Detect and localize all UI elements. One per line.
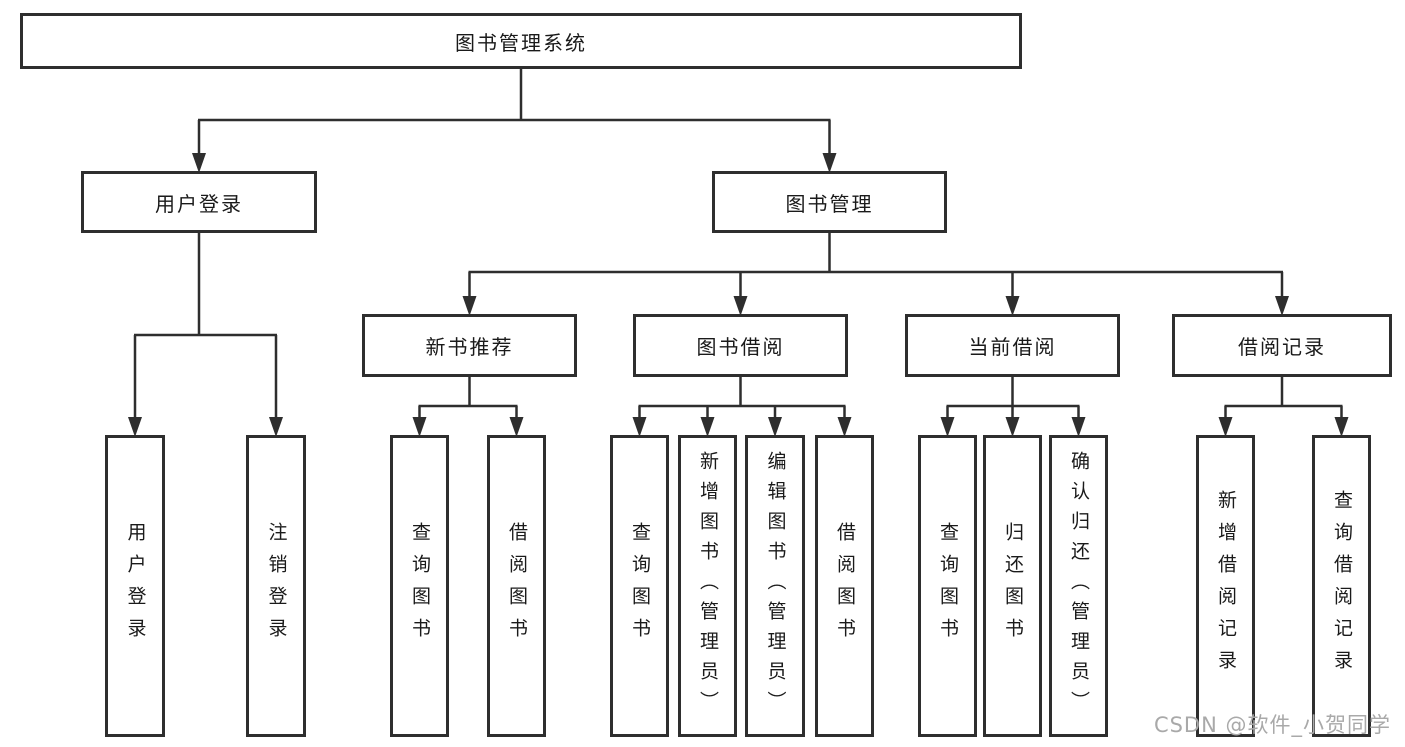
arrowhead-icon xyxy=(269,417,283,437)
arrowhead-icon xyxy=(768,417,782,437)
node-library-management-system: 图书管理系统 xyxy=(20,13,1022,69)
leaf-borrow-books: 借阅图书 xyxy=(487,435,546,737)
arrowhead-icon xyxy=(1334,417,1349,437)
node-book-management: 图书管理 xyxy=(712,171,947,233)
watermark: CSDN @软件_小贺同学 xyxy=(1153,713,1391,737)
arrowhead-icon xyxy=(632,417,647,437)
leaf-add-borrow-record: 新增借阅记录 xyxy=(1196,435,1255,737)
arrowhead-icon xyxy=(940,417,955,437)
leaf-query-books: 查询图书 xyxy=(610,435,669,737)
arrowhead-icon xyxy=(412,417,427,437)
node-book-borrowing: 图书借阅 xyxy=(633,314,848,377)
arrowhead-icon xyxy=(1005,296,1020,316)
arrowhead-icon xyxy=(733,296,748,316)
arrowhead-icon xyxy=(1071,417,1086,437)
leaf-user-login: 用户登录 xyxy=(105,435,165,737)
leaf-confirm-return-admin: 确认归还（管理员） xyxy=(1049,435,1108,737)
leaf-query-books: 查询图书 xyxy=(390,435,449,737)
node-current-borrowing: 当前借阅 xyxy=(905,314,1120,377)
arrowhead-icon xyxy=(462,296,477,316)
leaf-logout-login: 注销登录 xyxy=(246,435,306,737)
leaf-edit-books-admin: 编辑图书（管理员） xyxy=(745,435,805,737)
arrowhead-icon xyxy=(700,417,715,437)
node-borrowing-records: 借阅记录 xyxy=(1172,314,1392,377)
leaf-query-books: 查询图书 xyxy=(918,435,977,737)
node-user-login: 用户登录 xyxy=(81,171,317,233)
node-new-book-recommendation: 新书推荐 xyxy=(362,314,577,377)
arrowhead-icon xyxy=(128,417,142,437)
leaf-add-books-admin: 新增图书（管理员） xyxy=(678,435,737,737)
leaf-query-borrow-record: 查询借阅记录 xyxy=(1312,435,1371,737)
leaf-borrow-books: 借阅图书 xyxy=(815,435,874,737)
arrowhead-icon xyxy=(1005,417,1020,437)
arrowhead-icon xyxy=(1218,417,1233,437)
arrowhead-icon xyxy=(837,417,852,437)
arrowhead-icon xyxy=(1275,296,1289,316)
arrowhead-icon xyxy=(509,417,524,437)
leaf-return-books: 归还图书 xyxy=(983,435,1042,737)
arrowhead-icon xyxy=(192,153,206,173)
arrowhead-icon xyxy=(822,153,837,173)
